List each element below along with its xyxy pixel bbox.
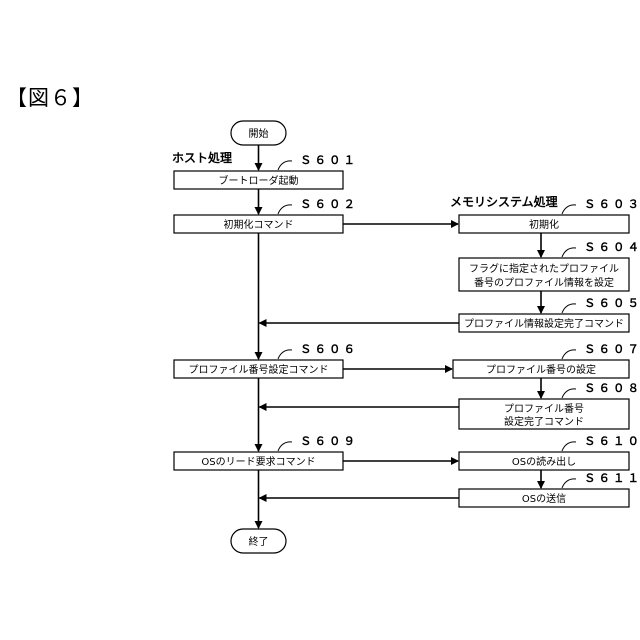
memory-box-s611-text: OSの送信	[522, 492, 566, 505]
host-box-s606: プロファイル番号設定コマンド Ｓ６０６	[174, 342, 358, 378]
step-label-s601: Ｓ６０１	[300, 153, 358, 167]
host-box-s609-text: OSのリード要求コマンド	[201, 456, 315, 468]
host-box-s602: 初期化コマンド Ｓ６０２	[174, 197, 358, 233]
step-label-s608: Ｓ６０８	[584, 381, 640, 395]
host-lane-title: ホスト処理	[172, 150, 232, 165]
memory-box-s610-text: OSの読み出し	[512, 455, 576, 468]
memory-box-s611: OSの送信 Ｓ６１１	[459, 471, 640, 507]
step-label-s611: Ｓ６１１	[584, 471, 640, 485]
memory-box-s605-text: プロファイル情報設定完了コマンド	[464, 317, 624, 330]
step-label-s605: Ｓ６０５	[584, 296, 640, 310]
memory-lane-title: メモリシステム処理	[450, 194, 558, 209]
memory-box-s610: OSの読み出し Ｓ６１０	[459, 434, 640, 470]
step-label-s607: Ｓ６０７	[584, 342, 640, 356]
memory-box-s603-text: 初期化	[529, 218, 559, 231]
step-label-s602: Ｓ６０２	[300, 197, 358, 211]
host-box-s602-text: 初期化コマンド	[224, 218, 294, 231]
step-label-s609: Ｓ６０９	[300, 434, 358, 448]
step-label-s603: Ｓ６０３	[584, 197, 640, 211]
end-label: 終了	[249, 535, 269, 548]
memory-box-s608-text-2: 設定完了コマンド	[504, 415, 584, 428]
step-label-s606: Ｓ６０６	[300, 342, 358, 356]
memory-box-s604-text-1: フラグに指定されたプロファイル	[469, 262, 619, 275]
host-box-s606-text: プロファイル番号設定コマンド	[189, 363, 329, 376]
host-box-s609: OSのリード要求コマンド Ｓ６０９	[174, 434, 358, 470]
memory-box-s605: プロファイル情報設定完了コマンド Ｓ６０５	[459, 296, 640, 332]
memory-box-s604: フラグに指定されたプロファイル 番号のプロファイル情報を設定 Ｓ６０４	[459, 240, 640, 291]
memory-box-s608: プロファイル番号 設定完了コマンド Ｓ６０８	[459, 381, 640, 429]
step-label-s604: Ｓ６０４	[584, 240, 640, 254]
memory-box-s607-text: プロファイル番号の設定	[486, 363, 596, 376]
step-label-s610: Ｓ６１０	[584, 434, 640, 448]
memory-box-s604-text-2: 番号のプロファイル情報を設定	[474, 276, 614, 289]
memory-box-s608-text-1: プロファイル番号	[504, 403, 584, 415]
start-label: 開始	[249, 127, 269, 140]
memory-box-s607: プロファイル番号の設定 Ｓ６０７	[453, 342, 640, 378]
host-box-s601-text: ブートローダ起動	[219, 174, 299, 187]
